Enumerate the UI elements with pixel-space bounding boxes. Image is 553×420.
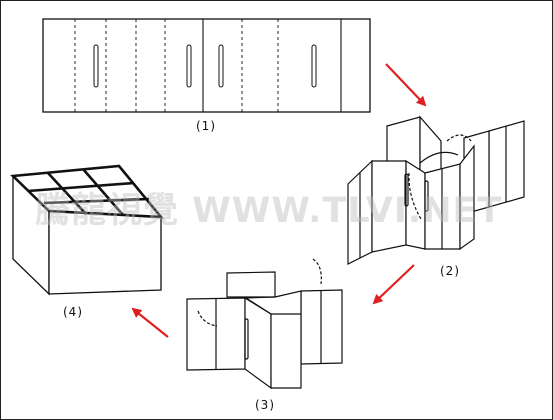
- arrow-step1-to-step2: [385, 63, 427, 107]
- arrow-step2-to-step3: [372, 264, 415, 305]
- step2-slotted-cross: [347, 115, 525, 265]
- step1-label: (1): [196, 119, 216, 133]
- step-arrows: [131, 63, 427, 338]
- step4-label: (4): [63, 305, 83, 319]
- step2-label: (2): [440, 264, 460, 278]
- step4-finished-box: [10, 164, 164, 296]
- step3-label: (3): [255, 398, 275, 412]
- step3-cross-assembly: [186, 258, 343, 390]
- arrow-step3-to-step4: [131, 307, 169, 338]
- step1-flat-strip: [42, 18, 371, 113]
- watermark: 騰龍視覺 WWW.TLVI.NET: [35, 191, 503, 231]
